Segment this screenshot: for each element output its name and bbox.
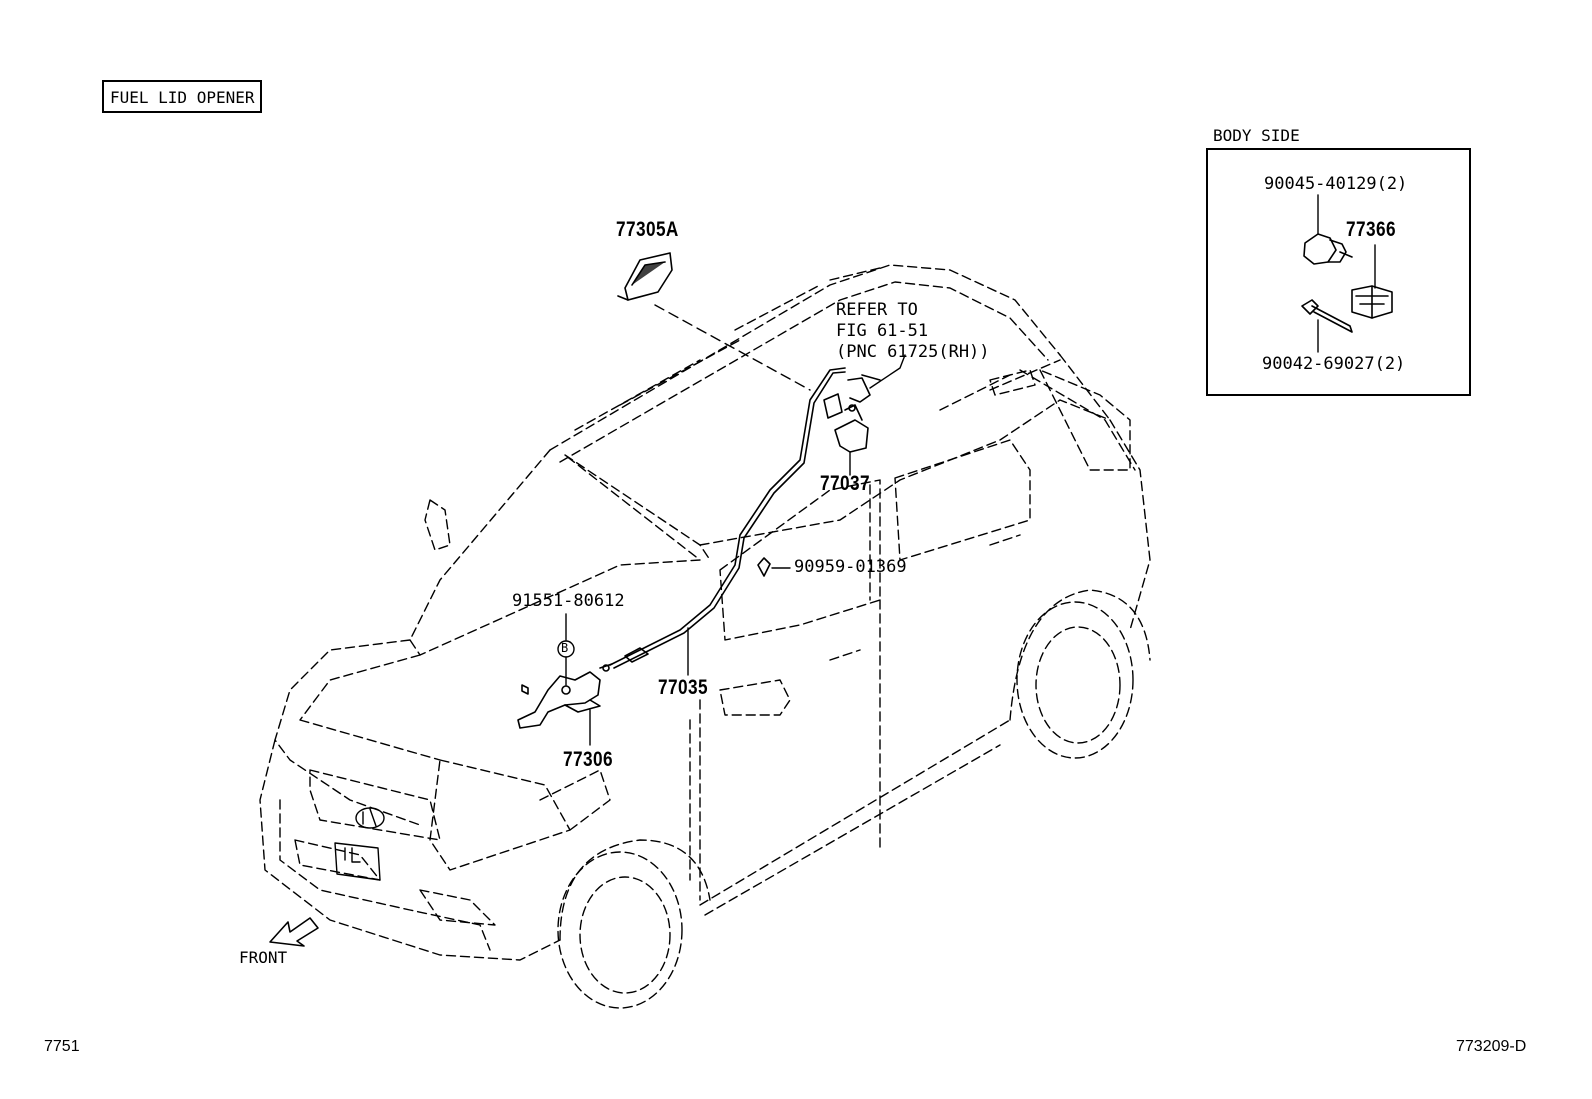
diagram-title: FUEL LID OPENER	[110, 88, 255, 107]
label-90045-40129: 90045-40129(2)	[1264, 174, 1408, 194]
label-77306: 77306	[563, 748, 613, 771]
label-fig: FIG 61-51	[836, 321, 929, 341]
clip-77366-icon	[1351, 285, 1393, 319]
label-91551-80612: 91551-80612	[512, 591, 625, 611]
label-77366: 77366	[1346, 218, 1396, 241]
label-b-marker: B	[561, 641, 569, 655]
title-box: FUEL LID OPENER	[102, 80, 262, 113]
front-label: FRONT	[239, 948, 288, 967]
front-arrow-icon	[269, 917, 319, 947]
leader-refer	[869, 354, 906, 389]
cable-77035-icon	[599, 367, 846, 672]
label-90959-01369: 90959-01369	[794, 557, 907, 577]
bolt-top-icon	[1303, 233, 1353, 265]
car-outline	[259, 264, 1151, 1009]
part-77305A-icon	[617, 252, 673, 301]
body-side-caption: BODY SIDE	[1213, 126, 1300, 145]
label-77305A: 77305A	[616, 218, 679, 241]
footer-left-code: 7751	[44, 1038, 80, 1055]
part-90959-icon	[757, 557, 771, 577]
footer-right-code: 773209-D	[1456, 1038, 1527, 1055]
part-77306-icon	[517, 671, 601, 729]
front-emblem	[334, 807, 385, 881]
label-refer-to: REFER TO	[836, 300, 918, 320]
label-90042-69027: 90042-69027(2)	[1262, 354, 1406, 374]
body-side-panel	[1206, 148, 1471, 396]
label-77037: 77037	[820, 472, 870, 495]
leader-77305A	[654, 304, 811, 391]
label-77035: 77035	[658, 676, 708, 699]
part-77037-icon	[823, 374, 881, 453]
bolt-bottom-icon	[1301, 299, 1353, 333]
label-pnc: (PNC 61725(RH))	[836, 342, 990, 362]
